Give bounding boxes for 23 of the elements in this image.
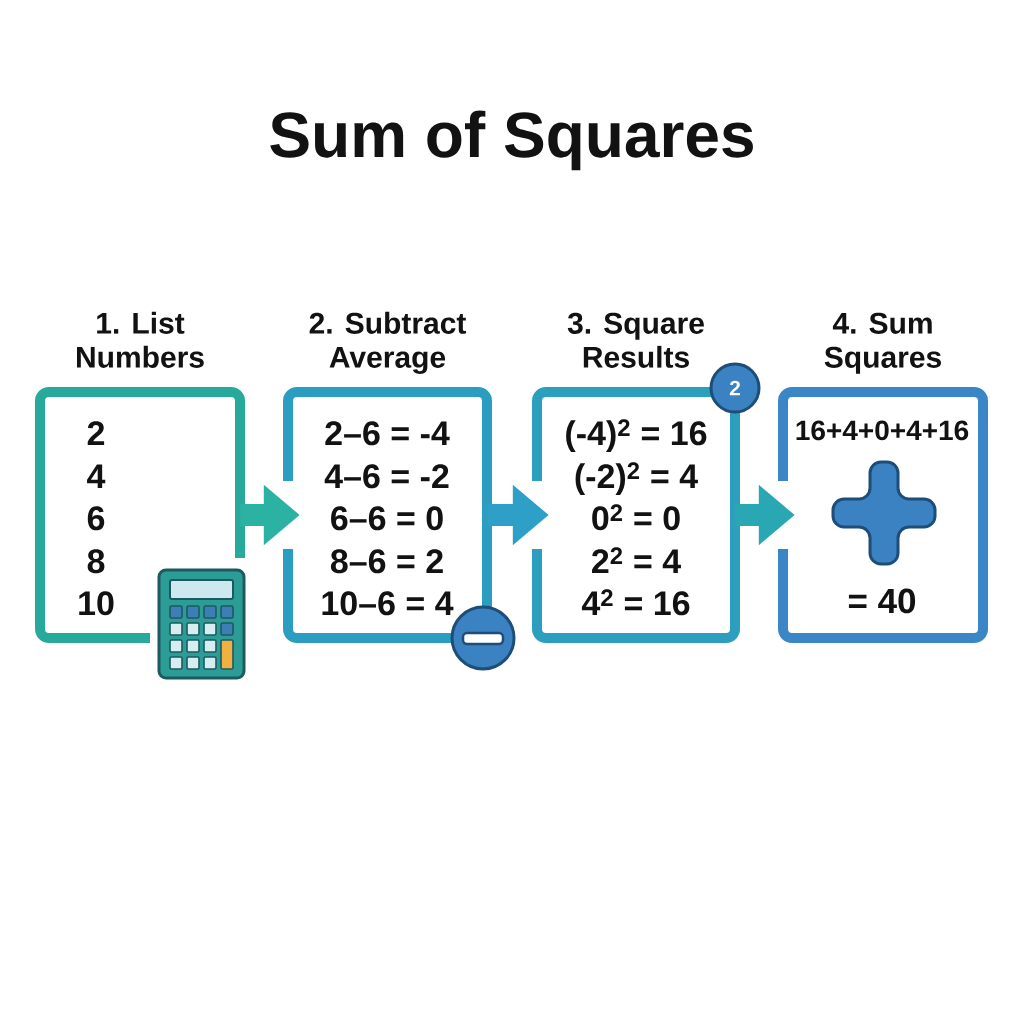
equation: 6–6 = 0 xyxy=(331,506,443,531)
title: Sum of Squares xyxy=(270,110,753,171)
number: 10 xyxy=(79,591,114,616)
step-heading: 4. Sum Squares xyxy=(824,312,941,374)
step-heading: 3. Square Results xyxy=(567,312,704,368)
equation: 10–6 = 4 xyxy=(322,591,454,616)
equation: 0$^{2}$ = 0 xyxy=(592,504,680,531)
number: 2 xyxy=(87,421,105,445)
number: 8 xyxy=(87,549,105,574)
number: 4 xyxy=(87,464,106,488)
equation: (-2)$^{2}$ = 4 xyxy=(575,462,698,496)
number: 6 xyxy=(87,506,105,531)
number-badge: 2 xyxy=(709,362,761,414)
result: = 40 xyxy=(848,588,916,614)
equation: 2–6 = -4 xyxy=(325,421,450,446)
equation: (-4)$^{2}$ = 16 xyxy=(566,419,707,453)
equation: 4–6 = -2 xyxy=(324,464,449,489)
equation: 8–6 = 2 xyxy=(330,549,443,574)
step-heading: 2. Subtract Average xyxy=(309,311,467,374)
equation: 4$^{2}$ = 16 xyxy=(581,589,690,616)
sum-expression: 16+4+0+4+16 xyxy=(796,420,969,441)
step-heading: 1. List Numbers xyxy=(77,311,204,368)
equation: 2$^{2}$ = 4 xyxy=(592,547,681,573)
